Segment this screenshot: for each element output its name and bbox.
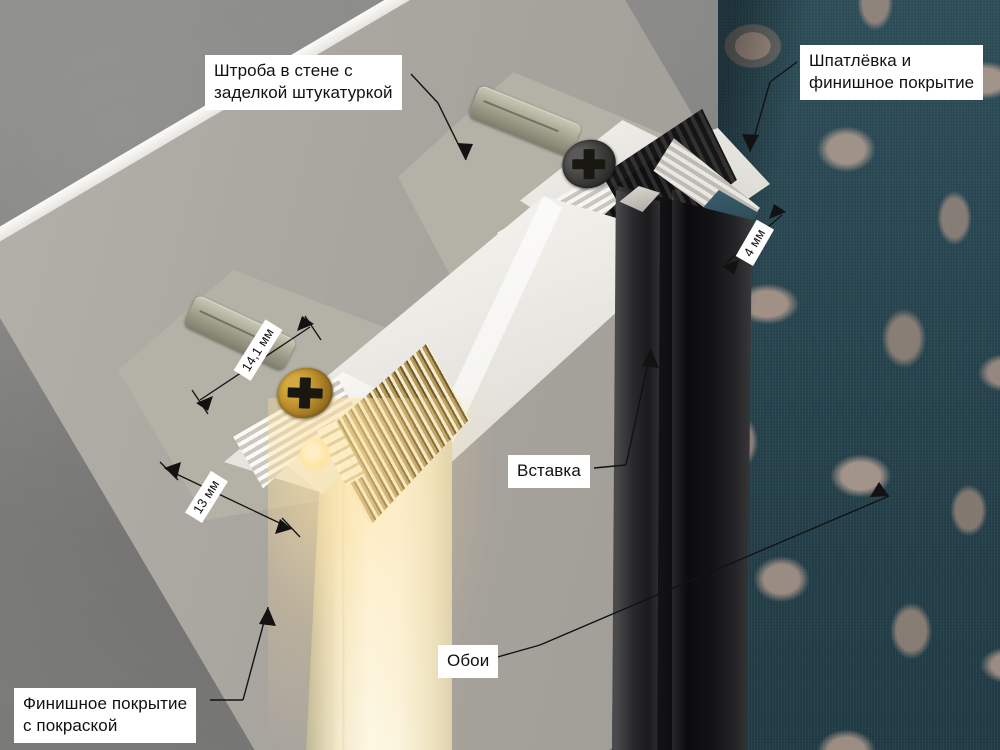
callout-oboi: Обои (438, 645, 499, 678)
callout-finishnoe: Финишное покрытие с покраской (14, 688, 197, 743)
callout-shpatlevka: Шпатлёвка и финишное покрытие (800, 45, 984, 100)
black-insert-strip (612, 190, 660, 750)
callout-vstavka: Вставка (508, 455, 590, 488)
callout-shtroba: Штроба в стене с заделкой штукатуркой (205, 55, 402, 110)
